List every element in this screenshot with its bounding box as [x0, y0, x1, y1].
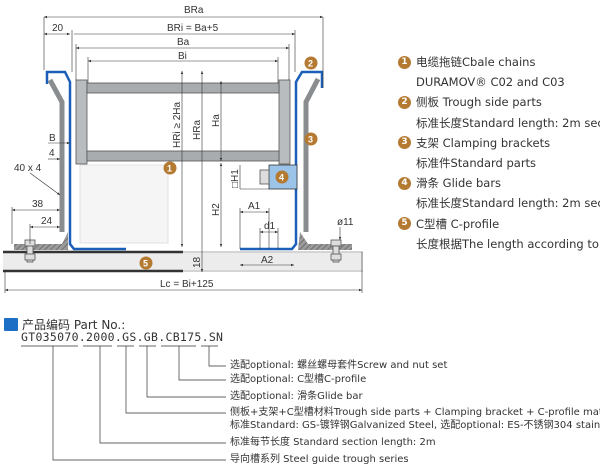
legend-item-1: 1 电缆拖链Cbale chains [398, 52, 600, 72]
dimension-lines [4, 15, 363, 293]
legend-item-5: 5 C型槽 C-profile [398, 214, 600, 234]
dim-4: 4 [49, 148, 55, 159]
c-profile-base [3, 250, 363, 273]
desc-series: 导向槽系列 Steel guide trough series [230, 454, 409, 465]
legend: 1 电缆拖链Cbale chains DURAMOV® C02 and C03 2… [398, 52, 600, 254]
right-bolt-icon [330, 239, 342, 263]
legend-sub: 标准长度Standard length: 2m section [416, 196, 600, 211]
dimension-labels: BRa BRi = Ba+5 Ba Bi 20 B 4 40 x 4 38 24… [14, 5, 354, 290]
part-heading-text: 产品编码 Part No.: [22, 318, 126, 332]
callout-badge: 3 [398, 136, 411, 150]
dim-a1: A1 [248, 201, 261, 212]
dim-hra: HRa [192, 120, 203, 140]
legend-title: C型槽 C-profile [416, 216, 500, 231]
dim-ba: Ba [177, 37, 190, 48]
dim-24: 24 [41, 216, 53, 227]
callout-badge: 4 [398, 176, 411, 190]
dim-hole: ø11 [337, 217, 354, 228]
dim-40x4: 40 x 4 [14, 163, 42, 174]
cart-icon [4, 318, 18, 331]
desc-section-length: 标准每节长度 Standard section length: 2m [230, 437, 436, 448]
callout-badge: 2 [398, 96, 411, 109]
desc-material-standard: 标准Standard: GS-镀锌钢Galvanized Steel, 选配op… [230, 420, 600, 431]
right-bracket-foot [298, 232, 352, 250]
dim-lc: Lc = Bi+125 [160, 279, 214, 290]
dim-h2: H2 [211, 203, 222, 216]
callout-4: 4 [279, 173, 284, 183]
legend-title: 支架 Clamping brackets [416, 135, 551, 150]
dim-bi: Bi [178, 51, 187, 62]
left-trough-side-part [45, 70, 126, 251]
callout-badge: 1 [398, 55, 411, 69]
dim-38: 38 [32, 199, 44, 210]
part-number-heading: 产品编码 Part No.: [4, 316, 125, 333]
legend-item-3: 3 支架 Clamping brackets [398, 133, 600, 153]
dim-bra: BRa [184, 5, 204, 16]
legend-title: 电缆拖链Cbale chains [416, 55, 536, 69]
legend-item-2: 2 侧板 Trough side parts [398, 92, 600, 112]
dim-d1: d1 [264, 221, 276, 232]
dim-bri: BRi = Ba+5 [167, 23, 219, 34]
dim-h1: □H1 [230, 169, 241, 188]
legend-title: 滑条 Glide bars [416, 176, 502, 191]
dim-a2: A2 [261, 255, 274, 266]
cable-chain [75, 79, 291, 165]
part-code-leaders [21, 345, 226, 461]
dim-b: B [49, 133, 56, 144]
desc-c-profile: 选配optional: C型槽C-profile [230, 374, 367, 385]
glide-bar-screw-icon [259, 169, 270, 185]
left-clamping-bracket [47, 78, 65, 232]
desc-material: 侧板+支架+C型槽材料Trough side parts + Clamping … [230, 407, 600, 418]
desc-screw-nut: 选配optional: 螺丝螺母套件Screw and nut set [230, 360, 448, 371]
callout-2: 2 [308, 59, 313, 69]
dim-18: 18 [192, 256, 203, 268]
dim-20: 20 [52, 23, 64, 34]
right-trough-side-part [240, 70, 324, 251]
callout-5: 5 [143, 259, 148, 269]
legend-sub: 长度根据The length according to Lc [416, 236, 600, 251]
callout-1: 1 [167, 164, 172, 174]
legend-sub: 标准长度Standard length: 2m section [416, 115, 600, 130]
right-clamping-bracket [303, 77, 321, 232]
legend-item-4: 4 滑条 Glide bars [398, 173, 600, 193]
chain-lower-faded [79, 164, 169, 244]
legend-sub: 标准件Standard parts [416, 156, 537, 171]
dim-hri: HRi ≥ 2Ha [172, 102, 183, 148]
callout-badge: 5 [398, 217, 411, 231]
callout-3: 3 [308, 135, 313, 145]
legend-title: 侧板 Trough side parts [416, 95, 542, 110]
desc-glide-bar: 选配optional: 滑条Glide bar [230, 391, 363, 402]
callouts: 1 2 3 4 5 [139, 56, 318, 270]
part-code: GT035070.2000.GS.GB.CB175.SN [21, 330, 224, 344]
dim-ha: Ha [211, 114, 222, 127]
left-bracket-foot [14, 232, 68, 250]
legend-sub: DURAMOV® C02 and C03 [416, 75, 565, 90]
